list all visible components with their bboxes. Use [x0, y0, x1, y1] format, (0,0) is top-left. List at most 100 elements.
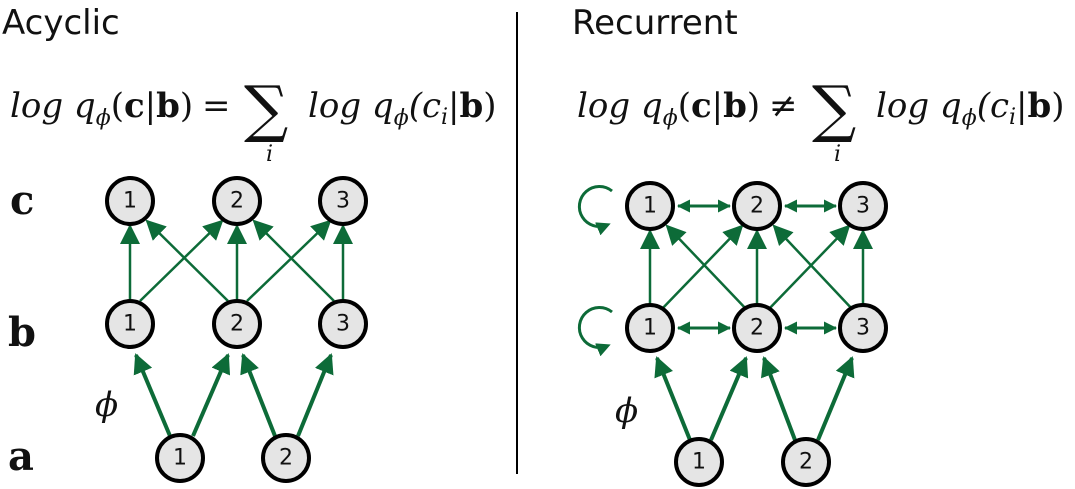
eq2-rhs-prefix: log q: [876, 86, 962, 126]
eq2-lhs-bar: |: [712, 86, 723, 126]
recurrent-node-a2: 2: [781, 437, 831, 487]
acyclic-edges-a-to-b: [133, 353, 334, 437]
eq-lhs-close: ): [180, 86, 193, 126]
eq-lhs-prefix: log q: [10, 86, 96, 126]
svg-text:2: 2: [750, 194, 764, 219]
acyclic-phi-label: ϕ: [95, 385, 118, 425]
edge2-a1-b1: [654, 356, 692, 441]
eq-lhs-open: (: [111, 86, 124, 126]
eq-rhs-close: ): [483, 86, 496, 126]
eq-lhs-bar: |: [145, 86, 156, 126]
recurrent-lateral-edges: [677, 199, 837, 335]
edge-a1-b2: [191, 353, 231, 437]
recurrent-edges-b-to-c: [640, 224, 873, 312]
edge-b2-c1: [145, 219, 229, 302]
svg-text:3: 3: [336, 312, 350, 337]
recurrent-edges-a-to-b: [654, 356, 855, 441]
eq2-rhs-sub: ϕ: [962, 106, 977, 131]
acyclic-node-a2: 2: [261, 433, 311, 483]
eq2-rhs-close: ): [1051, 86, 1064, 126]
eq-sum-symbol: ∑: [244, 72, 288, 145]
eq2-sum-index: i: [834, 142, 841, 167]
recurrent-node-a1: 1: [674, 437, 724, 487]
acyclic-equation: log qϕ(c|b) = ∑ i log qϕ(ci|b): [10, 72, 497, 167]
eq2-lhs-prefix: log q: [577, 86, 663, 126]
eq-lhs-c: c: [124, 86, 145, 126]
svg-text:1: 1: [692, 450, 706, 475]
eq-rhs-open: (c: [409, 86, 441, 126]
edge-a2-b2: [240, 353, 277, 437]
row-label-b: b: [8, 309, 36, 356]
svg-text:1: 1: [643, 194, 657, 219]
eq2-sum-symbol: ∑: [812, 72, 856, 145]
eq2-lhs-open: (: [678, 86, 691, 126]
edge2-b3-c2: [772, 224, 855, 312]
acyclic-title: Acyclic: [2, 3, 120, 43]
eq2-lhs-close: ): [747, 86, 760, 126]
eq2-rhs-index: i: [1009, 105, 1016, 130]
eq2-rhs-b: b: [1028, 86, 1052, 126]
recurrent-phi-label: ϕ: [615, 391, 638, 431]
svg-text:3: 3: [856, 194, 870, 219]
svg-text:1: 1: [123, 189, 137, 214]
recurrent-node-b3: 3: [838, 303, 888, 353]
svg-text:1: 1: [123, 312, 137, 337]
acyclic-node-b2: 2: [212, 299, 262, 349]
recurrent-node-c1: 1: [625, 181, 675, 231]
edge2-b2-c1: [665, 224, 749, 312]
svg-text:log qϕ(c|b): log qϕ(c|b): [577, 86, 760, 131]
acyclic-node-b1: 1: [105, 299, 155, 349]
acyclic-edges-b-to-c: [120, 219, 353, 302]
eq2-lhs-b: b: [723, 86, 747, 126]
recurrent-node-b2: 2: [732, 303, 782, 353]
self-loop-b-icon: [577, 306, 613, 357]
eq-rhs-sub: ϕ: [394, 106, 409, 131]
eq-rhs-prefix: log q: [308, 86, 394, 126]
edge2-a2-b3: [816, 356, 855, 441]
eq2-lhs-c: c: [691, 86, 712, 126]
svg-text:log qϕ(c|b): log qϕ(c|b): [10, 86, 193, 131]
acyclic-node-b3: 3: [318, 299, 368, 349]
acyclic-node-c1: 1: [105, 176, 155, 226]
eq2-rhs-bar: |: [1016, 86, 1027, 126]
recurrent-equation: log qϕ(c|b) ≠ ∑ i log qϕ(ci|b): [577, 72, 1065, 167]
recurrent-node-b1: 1: [625, 303, 675, 353]
edge-b2-c3: [246, 219, 332, 302]
svg-text:3: 3: [856, 316, 870, 341]
edge2-b2-c3: [766, 224, 851, 312]
svg-text:2: 2: [279, 446, 293, 471]
acyclic-node-a1: 1: [155, 433, 205, 483]
eq-lhs-sub: ϕ: [96, 106, 111, 131]
eq2-rhs-open: (c: [977, 86, 1009, 126]
acyclic-node-c2: 2: [212, 176, 262, 226]
svg-text:1: 1: [643, 316, 657, 341]
edge-b3-c2: [252, 219, 335, 302]
eq-rhs-bar: |: [448, 86, 459, 126]
svg-text:2: 2: [799, 450, 813, 475]
recurrent-node-c2: 2: [732, 181, 782, 231]
svg-text:log qϕ(ci|b): log qϕ(ci|b): [876, 86, 1065, 131]
edge-b1-c2: [139, 219, 224, 302]
eq-relation: =: [202, 86, 231, 126]
eq-lhs-b: b: [156, 86, 180, 126]
row-label-a: a: [8, 433, 34, 480]
recurrent-node-c3: 3: [838, 181, 888, 231]
edge2-a2-b2: [761, 356, 797, 441]
edge2-b1-c2: [659, 224, 744, 312]
edge-a2-b3: [296, 353, 334, 437]
svg-text:2: 2: [750, 316, 764, 341]
svg-text:2: 2: [230, 312, 244, 337]
eq-rhs-b: b: [460, 86, 484, 126]
eq-rhs-index: i: [441, 105, 448, 130]
svg-text:2: 2: [230, 189, 244, 214]
self-loop-c-icon: [577, 185, 613, 236]
eq2-relation: ≠: [769, 86, 798, 126]
edge2-a1-b2: [709, 356, 749, 441]
svg-text:log qϕ(ci|b): log qϕ(ci|b): [308, 86, 497, 131]
svg-text:1: 1: [173, 446, 187, 471]
svg-text:3: 3: [336, 189, 350, 214]
recurrent-title: Recurrent: [572, 3, 738, 43]
acyclic-node-c3: 3: [318, 176, 368, 226]
row-label-c: c: [10, 177, 34, 224]
